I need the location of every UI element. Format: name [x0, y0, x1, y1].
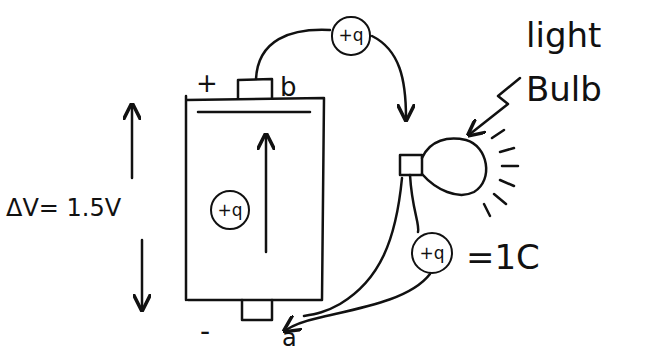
bulb-socket [400, 155, 422, 175]
charge-text: +q [419, 245, 444, 262]
voltage-label: ΔV= 1.5V [6, 196, 121, 220]
bulb-label: light Bulb [526, 8, 646, 117]
wire-bottom-upper [410, 175, 418, 232]
wire-bottom-lower [286, 274, 430, 330]
voltage-arrow-up [131, 106, 134, 178]
terminal-label: b [280, 74, 297, 100]
battery-body [186, 96, 324, 300]
charge-circle: +q [411, 232, 453, 274]
charge-value: =1C [466, 240, 540, 274]
charge-circle: +q [210, 190, 250, 230]
battery-inner-line [198, 111, 310, 114]
current-arrow [265, 136, 268, 252]
wire-top-left [256, 30, 330, 79]
positive-sign: + [196, 70, 218, 96]
wire-return [304, 178, 402, 316]
negative-terminal [242, 300, 272, 320]
wire-top-right [372, 36, 406, 118]
charge-text: +q [217, 202, 242, 219]
charge-text: +q [338, 27, 363, 44]
positive-terminal [238, 79, 272, 98]
leader-line [470, 78, 520, 134]
light-rays [484, 130, 518, 216]
light-bulb [422, 139, 486, 195]
terminal-label: a [282, 326, 297, 350]
charge-circle: +q [331, 16, 370, 55]
voltage-arrow-down [141, 240, 144, 308]
negative-sign: - [200, 318, 210, 346]
